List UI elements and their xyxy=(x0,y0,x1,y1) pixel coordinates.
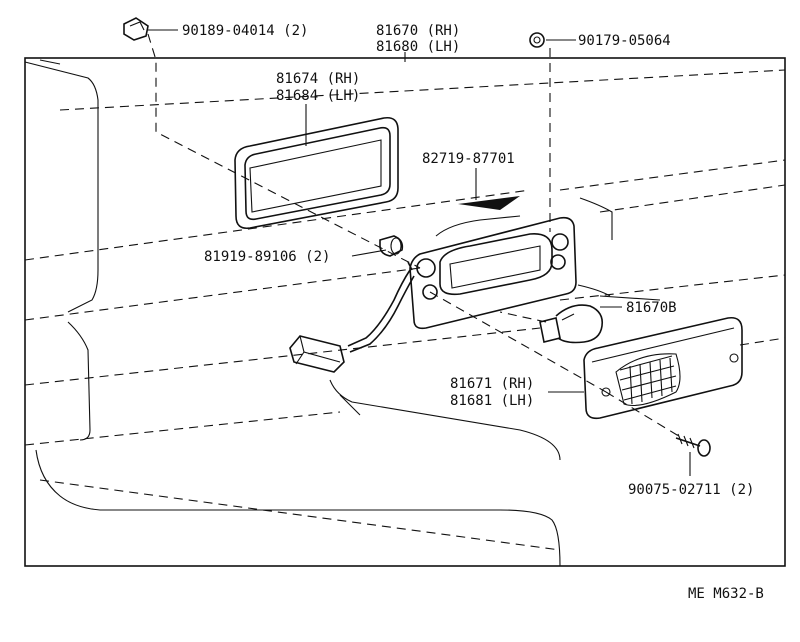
label-nut: 90179-05064 xyxy=(578,33,671,49)
wire-harness-part xyxy=(289,261,415,373)
figure-code: ME M632-B xyxy=(688,586,764,602)
lens-grid xyxy=(615,353,681,407)
label-lamp-assy-rh: 81670 (RH) xyxy=(376,23,460,39)
lens-part xyxy=(583,316,743,420)
vehicle-body-outline xyxy=(24,59,786,567)
label-lens-lh: 81681 (LH) xyxy=(450,393,534,409)
grommet-part xyxy=(379,235,404,257)
nut-part xyxy=(529,32,545,48)
label-lens-rh: 81671 (RH) xyxy=(450,376,534,392)
label-tape: 82719-87701 xyxy=(422,151,515,167)
label-bulb: 81670B xyxy=(626,300,677,316)
label-gasket-lh: 81684 (LH) xyxy=(276,88,360,104)
bulb-part xyxy=(539,304,604,344)
screw-part xyxy=(675,433,711,457)
tape-part xyxy=(458,196,520,210)
label-lamp-assy-lh: 81680 (LH) xyxy=(376,39,460,55)
clip-part xyxy=(123,17,149,41)
leader-lines xyxy=(148,29,691,476)
label-clip: 90189-04014 (2) xyxy=(182,23,308,39)
label-gasket-rh: 81674 (RH) xyxy=(276,71,360,87)
label-grommet: 81919-89106 (2) xyxy=(204,249,330,265)
lamp-housing-part xyxy=(409,215,577,330)
assembly-lines xyxy=(147,33,683,439)
gasket-part xyxy=(234,116,399,230)
label-screw: 90075-02711 (2) xyxy=(628,482,754,498)
